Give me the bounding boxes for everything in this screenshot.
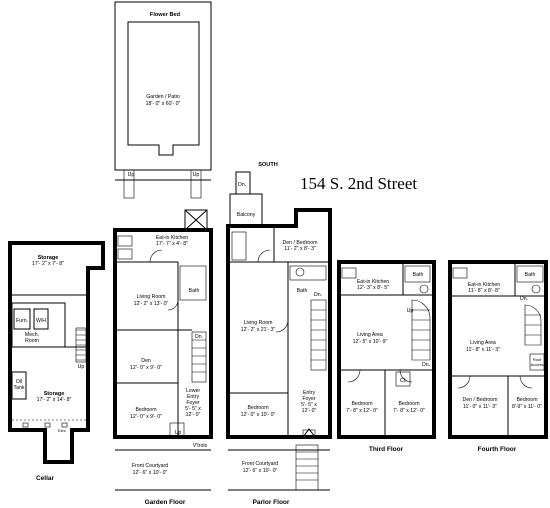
garden-floor-label: Garden Floor: [145, 499, 186, 506]
parlor-dn-label: Dn.: [314, 292, 322, 298]
cellar-tank-label: Tank: [14, 385, 25, 391]
garden-flower-bed-label: Flower Bed: [150, 12, 181, 18]
garden-lower-label: Lower: [186, 388, 200, 394]
third-bedroom2-dim: 7'- 8" x 12'- 0": [393, 408, 425, 414]
garden-floor-plan: Flower Bed Garden / Patio 18'- 0" x 60'-…: [113, 1, 213, 506]
cellar-storage-bottom-label: Storage: [44, 391, 65, 397]
parlor-foyer-dim1: 5'- 5" x: [301, 402, 317, 408]
third-up-label: Up: [407, 308, 414, 314]
garden-bath-label: Bath: [189, 288, 200, 294]
third-bedroom1-label: Bedroom: [351, 401, 372, 407]
garden-den-dim: 12'- 0" x 9'- 0": [130, 365, 162, 371]
fourth-dn-label: Dn.: [520, 296, 528, 302]
garden-foyer-dim1: 5'- 5" x: [185, 406, 201, 412]
fourth-roof-label: Roof: [533, 357, 542, 362]
third-dn-label: Dn.: [422, 362, 430, 368]
cellar-furnace-label: Furn.: [16, 318, 28, 324]
cellar-storage-bottom-dim: 17'- 2" x 14'- 8": [37, 397, 72, 403]
fourth-floor-plan: Eat-in Kitchen 11'- 8" x 8'- 8" Bath Liv…: [448, 260, 548, 453]
third-kitchen-label: Eat-in Kitchen: [357, 279, 389, 285]
third-kitchen-dim: 12'- 3" x 8'- 5": [357, 285, 389, 291]
fourth-kitchen-dim: 11'- 8" x 8'- 8": [468, 288, 500, 294]
third-living-dim: 12'- 5" x 10'- 9": [353, 339, 388, 345]
fourth-bedroom-dim: 8'-9" x 11'- 0": [512, 404, 542, 410]
garden-living-room-dim: 12'- 2" x 13'- 0": [134, 301, 169, 307]
fourth-bath-label: Bath: [525, 272, 536, 278]
garden-up-left-label: Up: [128, 172, 135, 178]
address-title: 154 S. 2nd Street: [300, 174, 417, 193]
third-floor-plan: Eat-in Kitchen 12'- 3" x 8'- 5" Bath Liv…: [337, 260, 436, 453]
parlor-bedroom-label: Bedroom: [247, 405, 268, 411]
garden-patio-dim: 18'- 0" x 60'- 0": [146, 101, 181, 107]
garden-kitchen-dim: 17'- 7" x 4'- 8": [156, 241, 188, 247]
garden-up-label: Up: [175, 430, 182, 436]
garden-up-right-label: Up: [193, 172, 200, 178]
parlor-balcony-label: Balcony: [237, 212, 256, 218]
fourth-bedroom-label: Bedroom: [516, 397, 537, 403]
garden-bedroom-dim: 12'- 0" x 9'- 0": [130, 414, 162, 420]
cellar-up-label: Up: [78, 364, 85, 370]
garden-dn-label: Dn.: [195, 334, 203, 340]
fourth-floor-label: Fourth Floor: [478, 446, 517, 453]
third-living-label: Living Area: [357, 332, 383, 338]
fourth-living-label: Living Area: [470, 340, 496, 346]
parlor-floor-plan: SOUTH Balcony Dn. Den / Bedroom 11'- 2" …: [226, 162, 332, 506]
garden-bedroom-label: Bedroom: [135, 407, 156, 413]
cellar-water-label: Water: [15, 428, 26, 433]
fourth-access-label: Access: [531, 362, 544, 367]
parlor-floor-label: Parlor Floor: [253, 499, 290, 506]
cellar-floor-label: Cellar: [36, 475, 55, 482]
parlor-den-bedroom-dim: 11'- 2" x 8'- 3": [284, 246, 316, 252]
garden-living-room-label: Living Room: [137, 294, 166, 300]
garden-vtrols-label: V'trols: [193, 443, 208, 449]
third-bath-label: Bath: [413, 272, 424, 278]
parlor-foyer-label: Foyer: [302, 396, 316, 402]
third-floor-label: Third Floor: [369, 446, 404, 453]
third-bedroom2-label: Bedroom: [398, 401, 419, 407]
south-compass-label: SOUTH: [258, 162, 278, 168]
parlor-foyer-dim2: 12'- 0": [302, 408, 317, 414]
garden-entry-label: Entry: [187, 394, 200, 400]
cellar-storage-top-dim: 17'- 2" x 7'- 8": [32, 261, 64, 267]
parlor-courtyard-label: Front Courtyard: [242, 461, 278, 467]
parlor-courtyard-dim: 12'- 6" x 10'- 0": [243, 468, 278, 474]
garden-courtyard-dim: 12'- 6" x 10'- 0": [133, 470, 168, 476]
cellar-oil-label: Oil: [16, 379, 22, 385]
garden-den-label: Den: [141, 358, 151, 364]
fourth-den-bedroom-dim: 11'- 0" x 11'- 3": [463, 404, 497, 410]
parlor-balcony-dn-label: Dn.: [238, 182, 246, 188]
cellar-mech-label: Mech.: [25, 332, 39, 338]
parlor-living-room-dim: 12'- 2" x 21'- 3": [241, 327, 276, 333]
third-closet-label: Cl.: [400, 378, 406, 384]
parlor-bath-label: Bath: [297, 288, 308, 294]
parlor-den-bedroom-label: Den / Bedroom: [283, 240, 318, 246]
cellar-elec-label: Elec: [58, 428, 66, 433]
cellar-plan: Storage 17'- 2" x 7'- 8" Furn. W/H Mech.…: [8, 241, 105, 482]
cellar-storage-top-label: Storage: [38, 255, 59, 261]
parlor-entry-label: Entry: [303, 390, 316, 396]
third-bedroom1-dim: 7'- 8" x 12'- 0": [346, 408, 378, 414]
garden-foyer-dim2: 12'- 0": [186, 412, 201, 418]
fourth-living-dim: 11'- 8" x 11'- 3": [466, 347, 500, 353]
garden-patio-label: Garden / Patio: [146, 94, 180, 100]
parlor-bedroom-dim: 12'- 0" x 10'- 0": [241, 412, 276, 418]
cellar-mech-room-label: Room: [25, 338, 39, 344]
cellar-gas-label: Gas: [36, 428, 43, 433]
fourth-kitchen-label: Eat-in Kitchen: [468, 282, 500, 288]
cellar-water-heater-label: W/H: [36, 318, 46, 324]
garden-foyer-label: Foyer: [186, 400, 200, 406]
garden-courtyard-label: Front Courtyard: [132, 463, 168, 469]
parlor-living-room-label: Living Room: [244, 320, 273, 326]
garden-kitchen-label: Eat-in Kitchen: [156, 235, 188, 241]
fourth-den-bedroom-label: Den / Bedroom: [463, 397, 498, 403]
